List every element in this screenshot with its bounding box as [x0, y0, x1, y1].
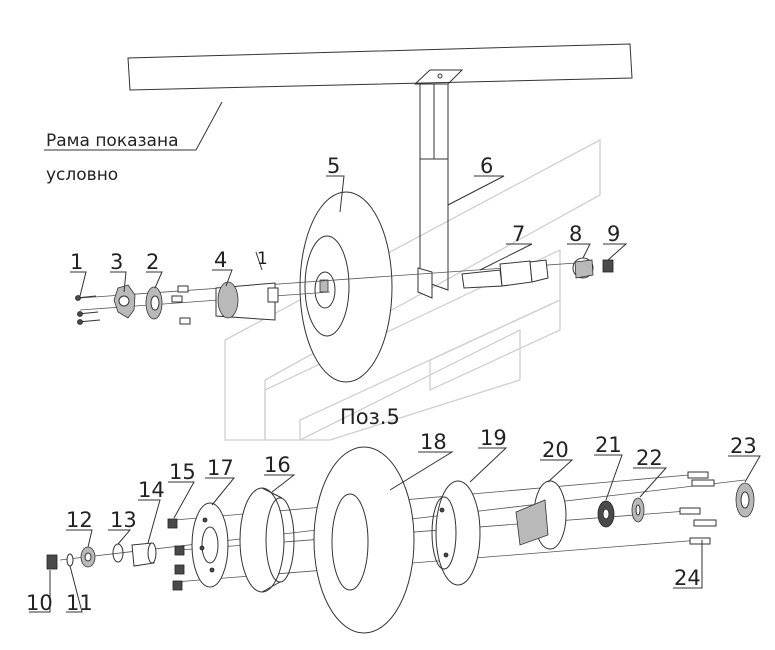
callout-9: 9 — [607, 222, 620, 246]
upper-hub-assembly — [75, 257, 614, 325]
callout-16: 16 — [264, 453, 291, 477]
callout-23: 23 — [730, 434, 757, 458]
hub-4 — [215, 281, 279, 321]
frame-bracket — [413, 69, 464, 160]
disk-2 — [145, 286, 163, 320]
callout-8: 8 — [569, 222, 582, 246]
callout-24: 24 — [674, 566, 701, 590]
callout-20: 20 — [542, 438, 569, 462]
callout-11: 11 — [66, 591, 93, 615]
watermark — [224, 138, 601, 441]
bolts-1 — [75, 295, 101, 325]
wheel-5 — [299, 191, 393, 383]
callout-7: 7 — [512, 222, 525, 246]
callout-1: 1 — [70, 250, 83, 274]
lower-assembly — [46, 446, 755, 634]
frame-note-line1: Рама показана — [46, 131, 179, 151]
callout-6: 6 — [480, 154, 493, 178]
callout-5: 5 — [327, 154, 340, 178]
hub-20 — [515, 480, 567, 550]
callout-14: 14 — [138, 478, 165, 502]
callout-3: 3 — [110, 250, 123, 274]
cap-23 — [735, 482, 755, 518]
wheel-half-19 — [431, 480, 481, 586]
callout-13: 13 — [110, 508, 137, 532]
washer-11 — [66, 553, 74, 567]
leader-lines — [29, 101, 761, 613]
dim-mark: 1 — [257, 249, 268, 269]
callout-15: 15 — [169, 460, 196, 484]
cap-8 — [572, 257, 594, 279]
axle-7 — [461, 259, 549, 289]
flange-17 — [191, 502, 229, 588]
nut-10 — [46, 554, 58, 570]
wheel-half-16 — [239, 487, 295, 593]
nut-15a — [167, 518, 178, 529]
sleeve-14 — [131, 542, 157, 567]
flange-3 — [113, 284, 136, 319]
frame-note-line2: условно — [46, 165, 118, 185]
bearing-21 — [597, 500, 615, 528]
callout-18: 18 — [420, 430, 447, 454]
callout-19: 19 — [480, 426, 507, 450]
tire-18 — [313, 446, 415, 634]
callout-21: 21 — [595, 433, 622, 457]
callout-22: 22 — [636, 446, 663, 470]
callout-2: 2 — [146, 250, 159, 274]
callout-4: 4 — [214, 248, 227, 272]
frame-beam — [127, 43, 633, 91]
callout-10: 10 — [26, 591, 53, 615]
pos5-caption: Поз.5 — [340, 405, 400, 429]
seal-22 — [631, 497, 645, 523]
annotations: Рама показана условно Поз.5 1 — [46, 131, 400, 429]
fork-stand — [417, 159, 449, 299]
callout-numbers: 1 2 3 4 5 6 7 8 9 10 11 12 13 14 15 16 1… — [26, 154, 757, 615]
callout-12: 12 — [66, 508, 93, 532]
bushing-12 — [80, 546, 96, 568]
nut-9 — [602, 259, 614, 273]
callout-17: 17 — [207, 456, 234, 480]
